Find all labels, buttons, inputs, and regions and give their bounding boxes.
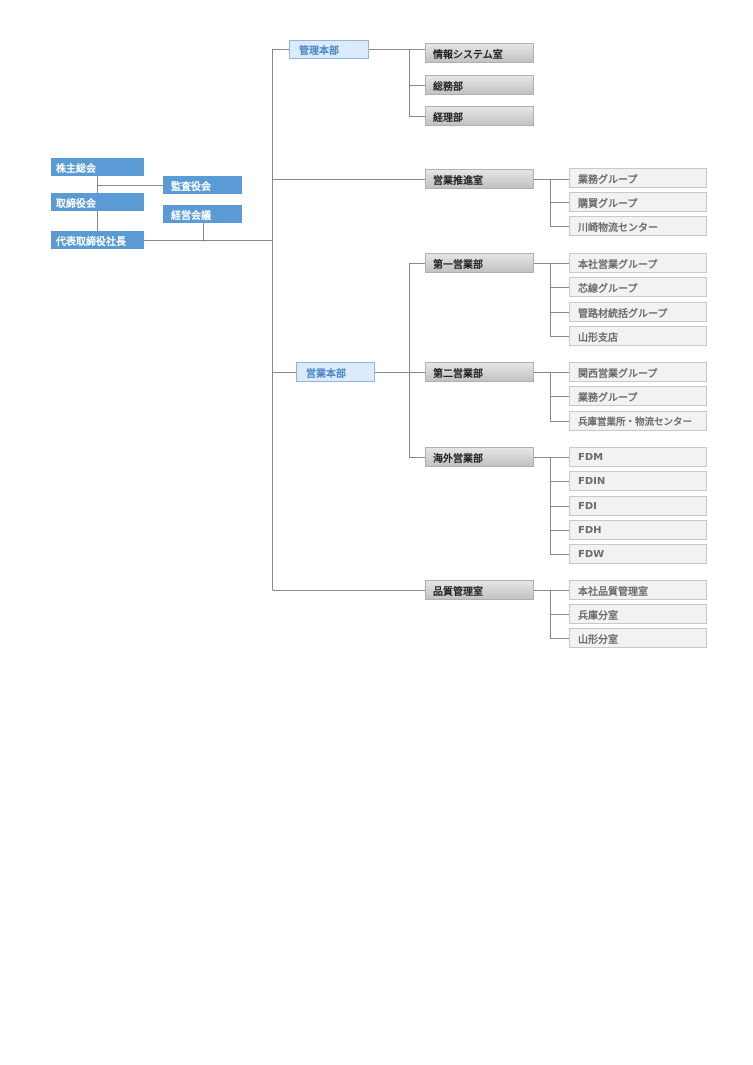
dept-sales-1: 第一営業部	[425, 253, 534, 273]
group-item: 兵庫分室	[569, 604, 707, 624]
group-item: 芯線グループ	[569, 277, 707, 297]
dept-info-systems: 情報システム室	[425, 43, 534, 63]
admin-headquarters-box: 管理本部	[289, 40, 369, 59]
dept-quality-control: 品質管理室	[425, 580, 534, 600]
management-council-box: 経営会議	[163, 205, 242, 223]
group-item: FDIN	[569, 471, 707, 491]
group-item: 本社品質管理室	[569, 580, 707, 600]
group-item: FDI	[569, 496, 707, 516]
shareholders-meeting-box: 株主総会	[51, 158, 144, 176]
dept-sales-promotion: 営業推進室	[425, 169, 534, 189]
group-item: 兵庫営業所・物流センター	[569, 411, 707, 431]
group-item: FDH	[569, 520, 707, 540]
board-of-directors-box: 取締役会	[51, 193, 144, 211]
group-item: 本社営業グループ	[569, 253, 707, 273]
group-item: 業務グループ	[569, 386, 707, 406]
group-item: 業務グループ	[569, 168, 707, 188]
group-item: FDW	[569, 544, 707, 564]
dept-general-affairs: 総務部	[425, 75, 534, 95]
group-item: 関西営業グループ	[569, 362, 707, 382]
ceo-box: 代表取締役社長	[51, 231, 144, 249]
group-item: 川崎物流センター	[569, 216, 707, 236]
dept-accounting: 経理部	[425, 106, 534, 126]
group-item: 購買グループ	[569, 192, 707, 212]
audit-board-box: 監査役会	[163, 176, 242, 194]
group-item: FDM	[569, 447, 707, 467]
sales-headquarters-box: 営業本部	[296, 362, 375, 382]
group-item: 管路材統括グループ	[569, 302, 707, 322]
dept-sales-2: 第二営業部	[425, 362, 534, 382]
group-item: 山形支店	[569, 326, 707, 346]
dept-overseas-sales: 海外営業部	[425, 447, 534, 467]
group-item: 山形分室	[569, 628, 707, 648]
